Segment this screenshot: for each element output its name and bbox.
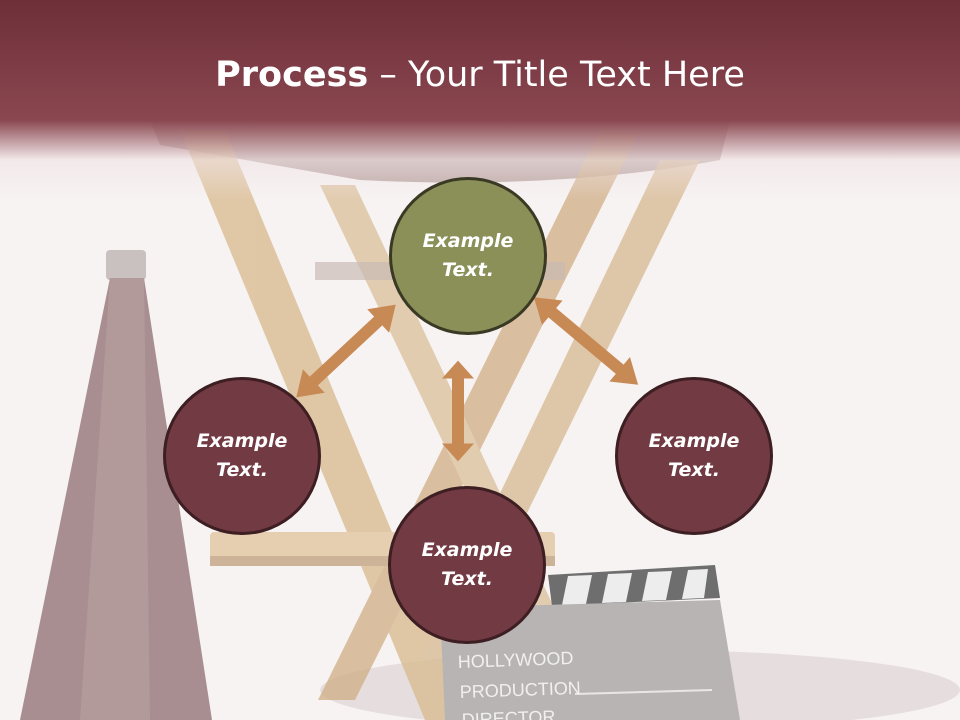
- node-text-line1: Example: [196, 430, 288, 452]
- node-text-line2: Text.: [668, 459, 720, 481]
- title-bold: Process: [215, 55, 369, 95]
- node-text-line1: Example: [421, 539, 513, 561]
- process-node-left[interactable]: Example Text.: [163, 377, 321, 535]
- node-text-line2: Text.: [442, 259, 494, 281]
- node-text-line2: Text.: [441, 568, 493, 590]
- clapper-line-3: DIRECTOR: [461, 707, 555, 720]
- node-text-line1: Example: [648, 430, 740, 452]
- megaphone-icon: [20, 250, 212, 720]
- clapper-line-1: HOLLYWOOD: [457, 648, 573, 672]
- clapperboard-icon: HOLLYWOOD PRODUCTION DIRECTOR: [440, 565, 740, 720]
- process-node-right[interactable]: Example Text.: [615, 377, 773, 535]
- clapper-line-2: PRODUCTION: [459, 678, 581, 702]
- title-rest: – Your Title Text Here: [368, 55, 745, 95]
- title-bar: [0, 0, 960, 200]
- process-node-top[interactable]: Example Text.: [389, 177, 547, 335]
- node-text-line1: Example: [422, 230, 514, 252]
- page-title[interactable]: Process – Your Title Text Here: [0, 52, 960, 98]
- process-node-bottom[interactable]: Example Text.: [388, 486, 546, 644]
- node-text-line2: Text.: [216, 459, 268, 481]
